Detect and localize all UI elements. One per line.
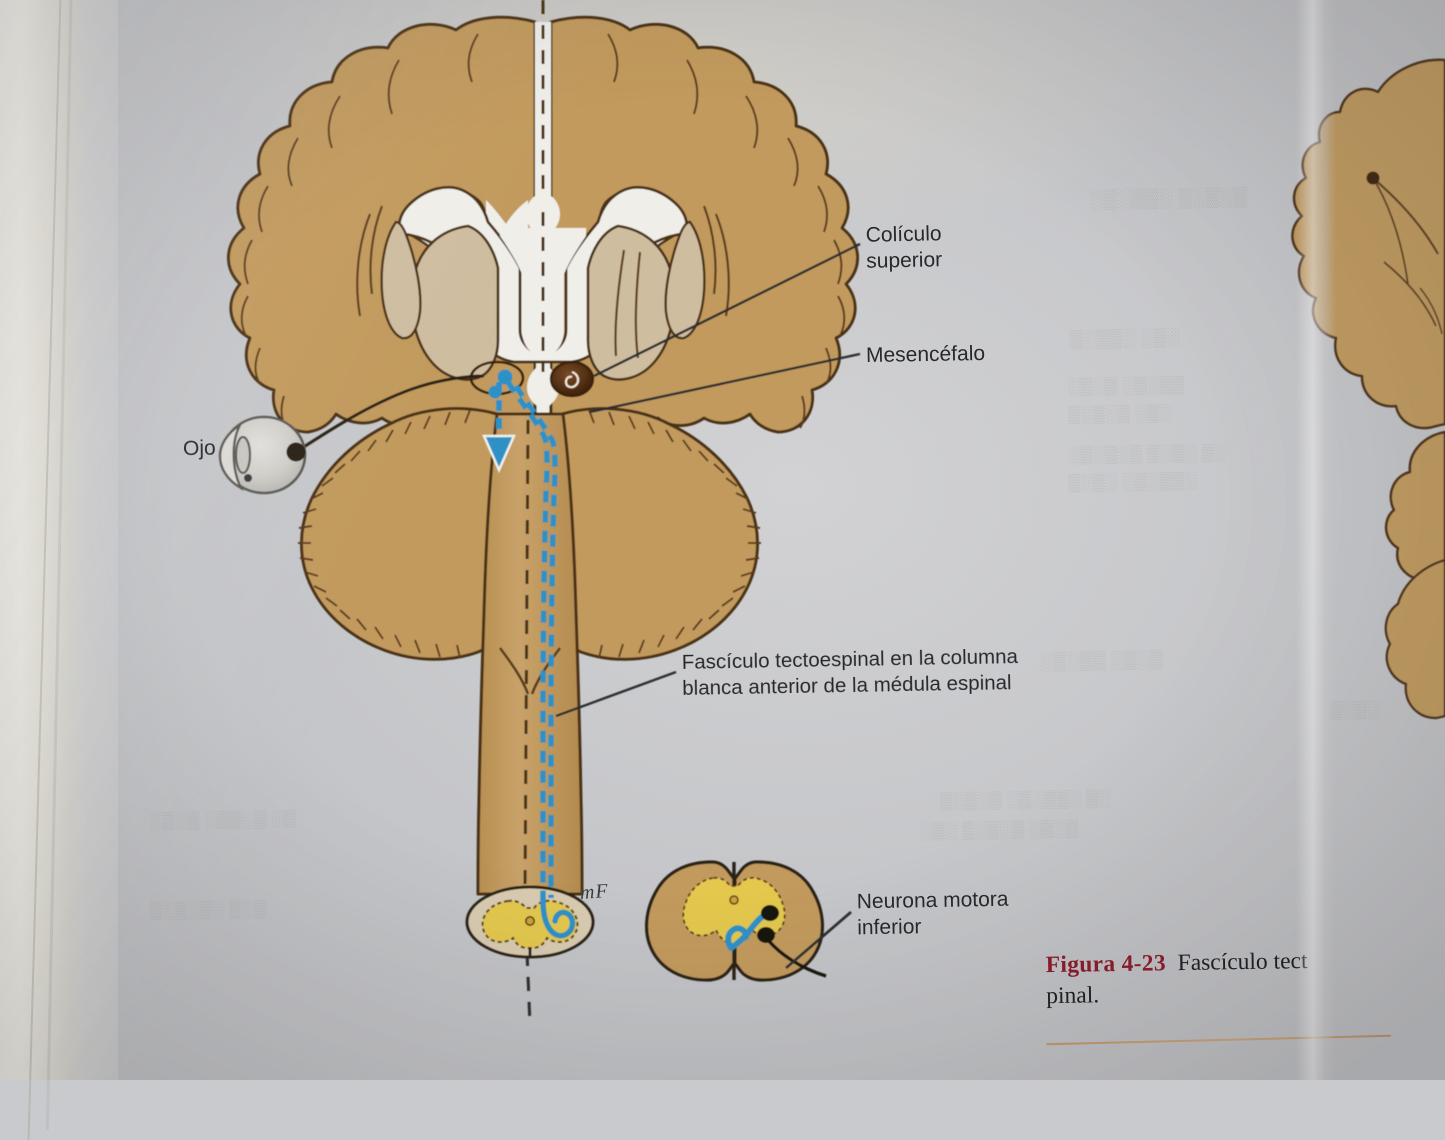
right-basal-island xyxy=(664,220,706,340)
tectospinal-arrow xyxy=(482,382,516,473)
leader-mesencefalo xyxy=(589,352,861,414)
leader-fasciculo xyxy=(555,670,677,718)
midbrain-sulci xyxy=(614,249,642,359)
lower-motor-neuron-soma xyxy=(757,927,775,943)
left-cerebellar-hemisphere xyxy=(300,407,526,661)
retina-point xyxy=(244,474,252,482)
spinal-cord-inset xyxy=(645,860,827,982)
central-canal xyxy=(524,915,535,926)
label-ojo: Ojo xyxy=(182,436,216,461)
figure-caption-text: Fascículo tect xyxy=(1177,948,1308,977)
left-sulci xyxy=(240,33,479,429)
figure-caption-body xyxy=(1166,950,1178,976)
cerebellar-folia xyxy=(298,409,761,659)
left-thalamus xyxy=(410,224,500,381)
midline-dash-bottom xyxy=(525,951,532,1026)
colliculus-marker xyxy=(549,360,595,398)
midline-dash-brainstem xyxy=(523,419,530,895)
lower-motor-neuron-soma xyxy=(761,905,779,921)
tract-synapse-dot xyxy=(497,369,513,385)
right-cerebellar-hemisphere xyxy=(533,407,759,661)
inset-gray-matter xyxy=(682,876,786,945)
leader-neurona-motora xyxy=(785,910,852,970)
label-mesencefalo: Mesencéfalo xyxy=(865,341,986,368)
tract-anterior-horn-hook xyxy=(540,895,576,939)
cornea xyxy=(218,421,244,492)
brainstem-and-spinal-cord xyxy=(476,412,584,896)
lens xyxy=(234,435,252,475)
tectospinal-tract xyxy=(505,380,558,898)
label-coliculo-superior: Colículo superior xyxy=(865,222,943,274)
figure-caption-text-line2: pinal. xyxy=(1046,982,1100,1010)
label-artist-signature: mF xyxy=(579,880,610,904)
right-thalamus xyxy=(586,224,676,381)
label-fasciculo-tectoespinal: Fascículo tectoespinal en la columna bla… xyxy=(681,645,1019,700)
figure-artwork xyxy=(218,0,1445,1026)
optic-nerve-path xyxy=(295,374,485,454)
flanking-arcs xyxy=(356,205,730,317)
motor-axon xyxy=(766,938,827,978)
left-basal-island xyxy=(380,220,422,340)
figure-number: Figura 4-23 xyxy=(1045,950,1167,979)
page-fold-shadow xyxy=(1296,0,1336,1080)
optic-nerve-head xyxy=(286,442,306,462)
leader-coliculo-superior xyxy=(593,242,861,378)
label-neurona-motora-inferior: Neurona motora inferior xyxy=(856,887,1009,940)
right-sulci xyxy=(607,33,846,429)
figure-caption: Figura 4-23 Fascículo tect pinal. xyxy=(1046,944,1445,1013)
longitudinal-fissure xyxy=(526,22,560,432)
book-gutter xyxy=(0,0,118,1080)
